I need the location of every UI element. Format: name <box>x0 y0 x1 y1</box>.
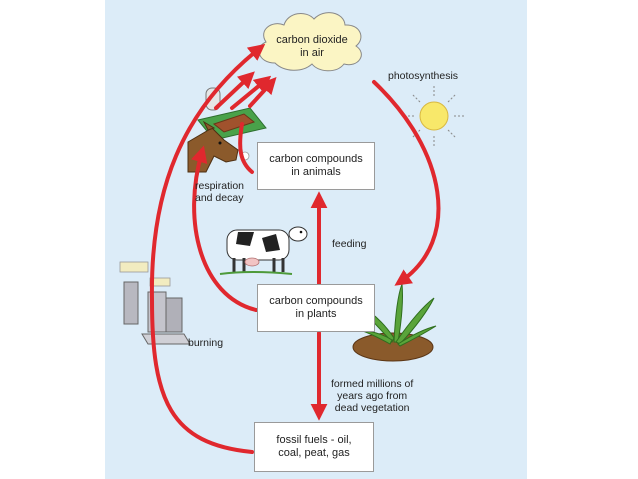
decay-arrow-left <box>214 71 255 110</box>
photosynthesis-arrow <box>372 80 441 286</box>
label-formed-millions-of-years-ago: formed millions of years ago from dead v… <box>331 378 414 414</box>
node-fossil-fuels: fossil fuels - oil, coal, peat, gas <box>254 422 374 472</box>
plant-icon <box>352 283 437 362</box>
node-carbon-compounds-in-plants: carbon compounds in plants <box>257 284 375 332</box>
cloud-icon <box>258 12 362 72</box>
animal-respiration-line <box>238 122 254 174</box>
burning-arrow <box>149 43 266 454</box>
label-burning: burning <box>188 337 224 349</box>
label-respiration-and-decay: respiration and decay <box>195 180 245 204</box>
decay-arrow-right <box>248 77 277 108</box>
label-photosynthesis: photosynthesis <box>388 70 459 82</box>
cow-icon <box>219 226 308 275</box>
node-carbon-dioxide-in-air: carbon dioxide in air <box>276 34 348 59</box>
label-feeding: feeding <box>332 238 367 250</box>
factory-icon <box>119 261 191 345</box>
node-carbon-compounds-in-animals: carbon compounds in animals <box>257 142 375 190</box>
plant-respiration-arrow <box>191 145 258 312</box>
sun-icon <box>402 84 466 148</box>
diagram-background <box>105 0 527 479</box>
